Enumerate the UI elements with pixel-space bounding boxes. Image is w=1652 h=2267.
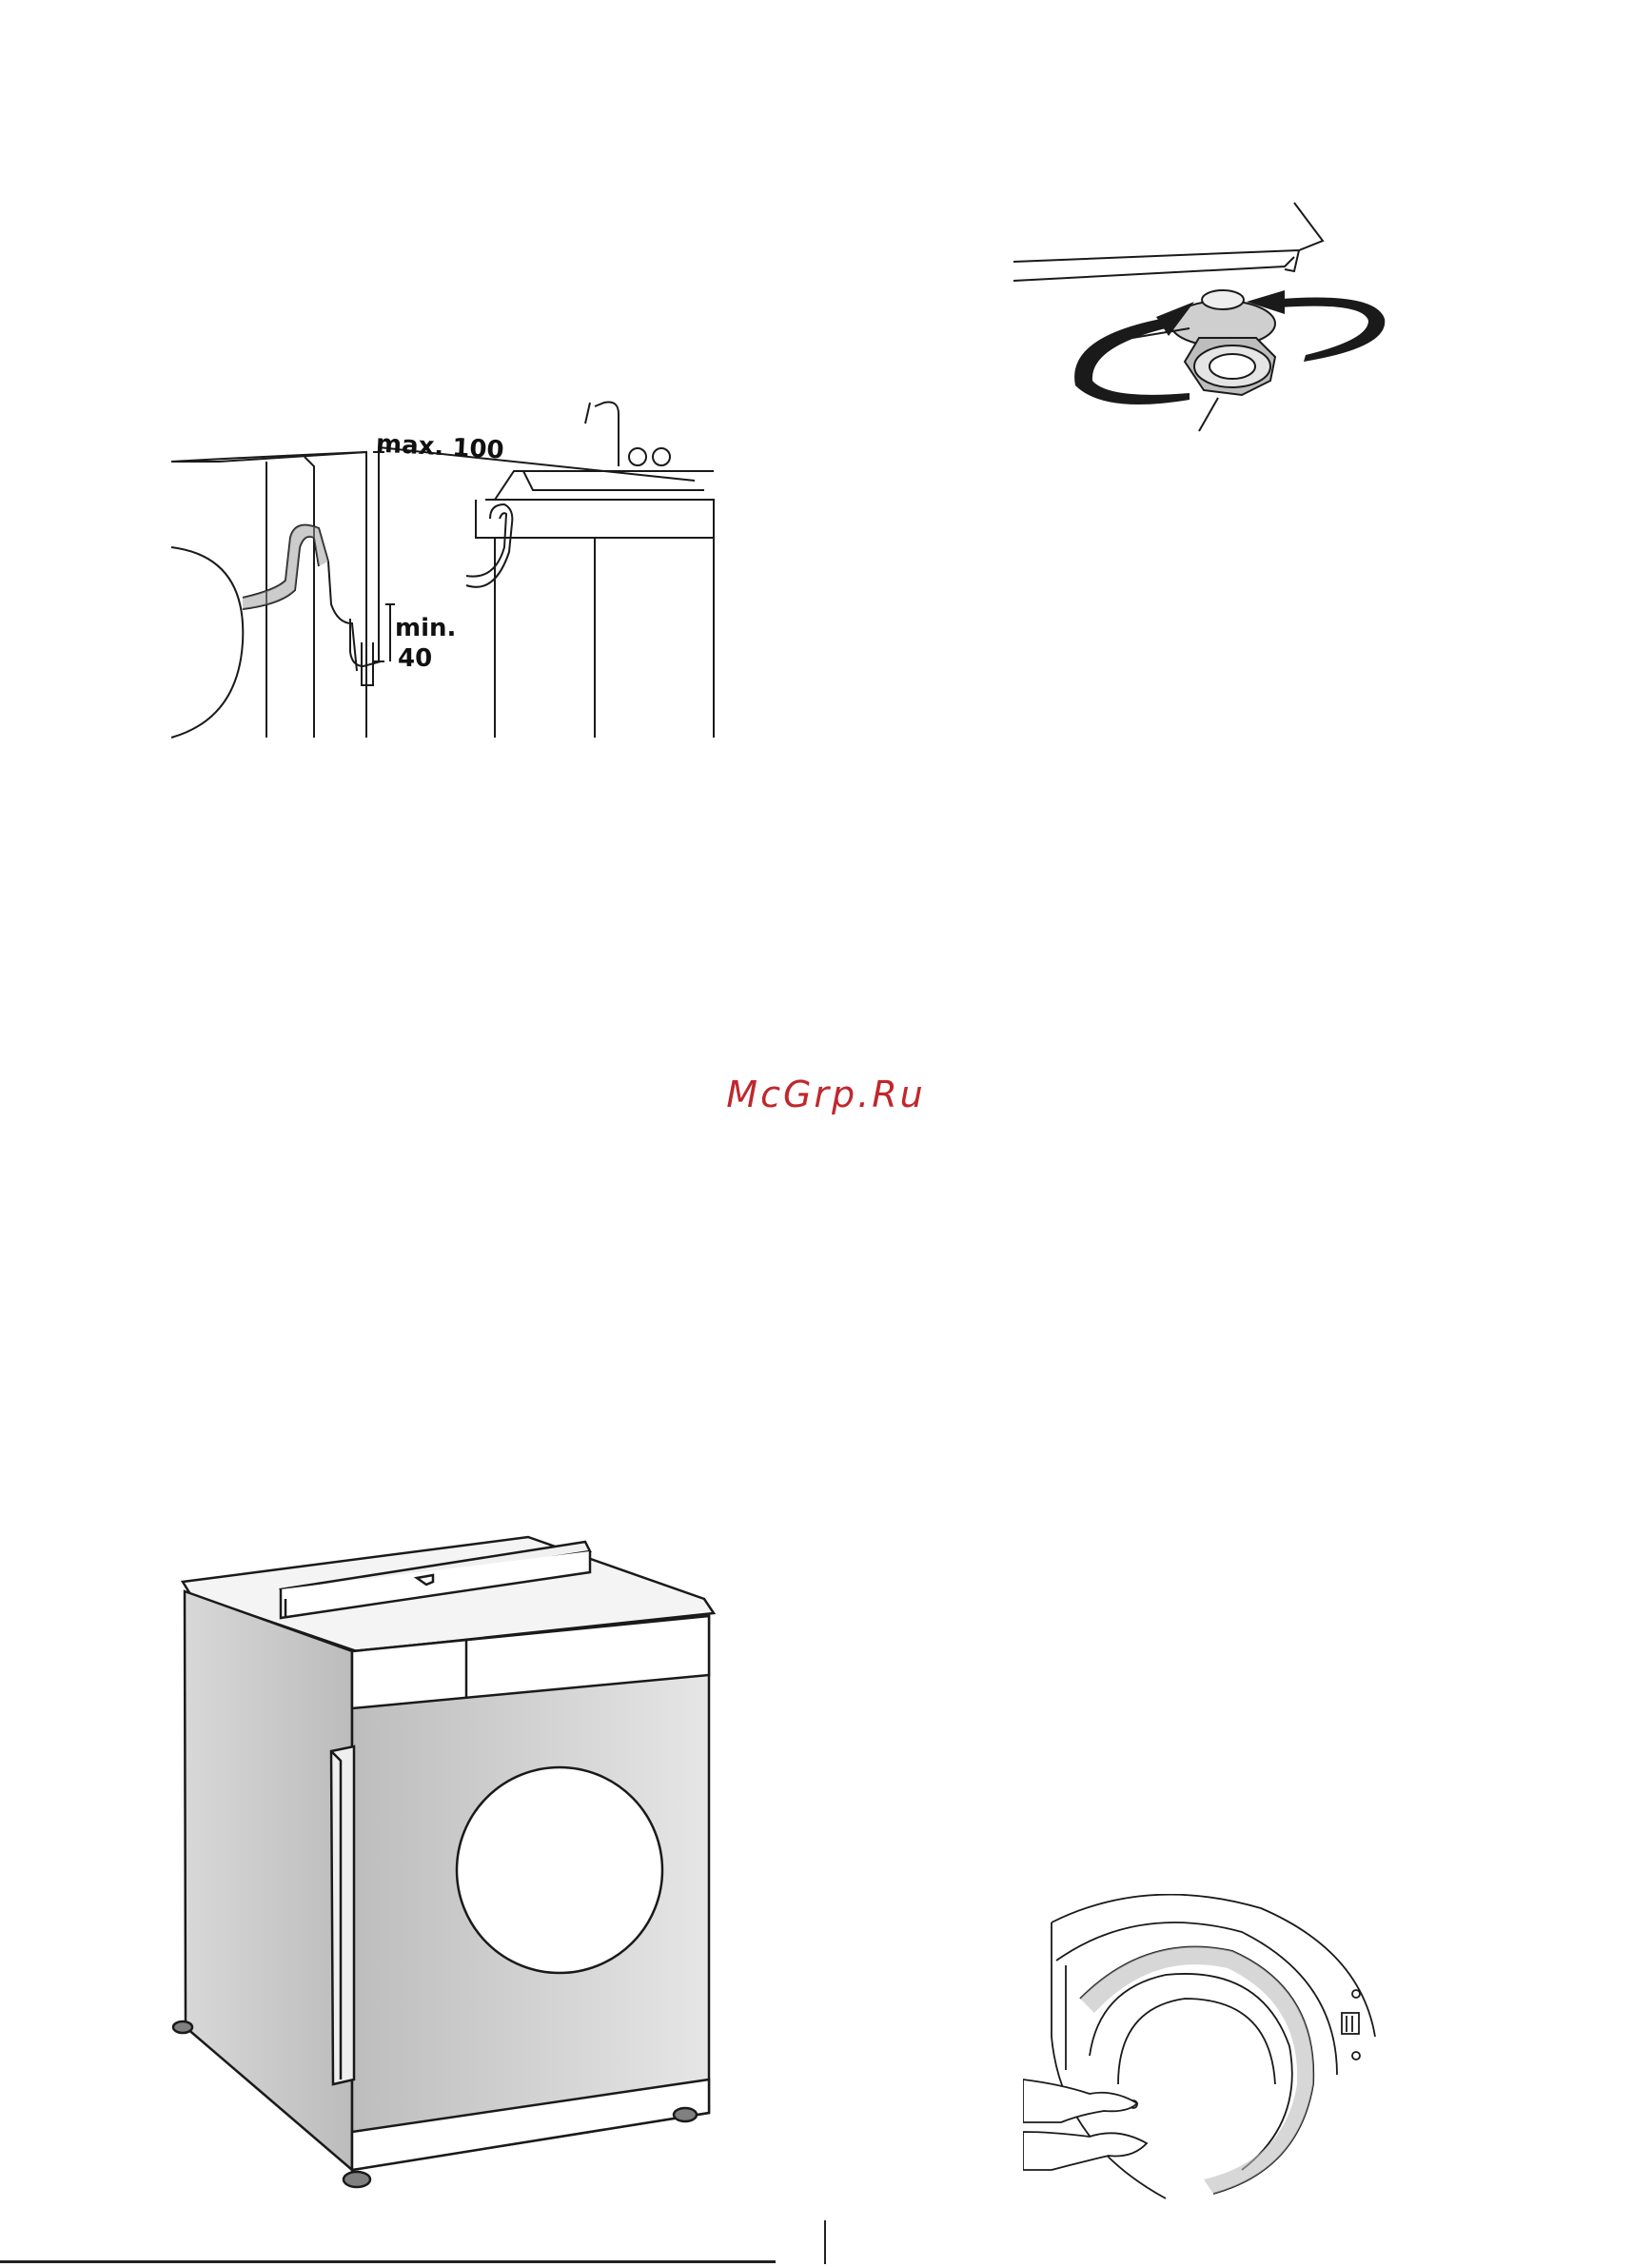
adjustable-foot-figure — [1009, 195, 1418, 452]
washing-machine-figure — [171, 1523, 723, 2198]
watermark-text: McGrp.Ru — [0, 1074, 1652, 1115]
drain-hose-figure: max. 100 min. 40 — [162, 395, 723, 747]
min-height-value: 40 — [398, 644, 432, 673]
washing-machine-drawing — [171, 1523, 723, 2198]
bottom-rule — [0, 2260, 776, 2263]
page-number-mark — [824, 2220, 826, 2264]
min-height-label: min. — [395, 614, 456, 642]
door-seal-figure — [1023, 1894, 1432, 2218]
adjustable-foot-drawing — [1009, 195, 1418, 452]
door-seal-drawing — [1023, 1894, 1432, 2218]
